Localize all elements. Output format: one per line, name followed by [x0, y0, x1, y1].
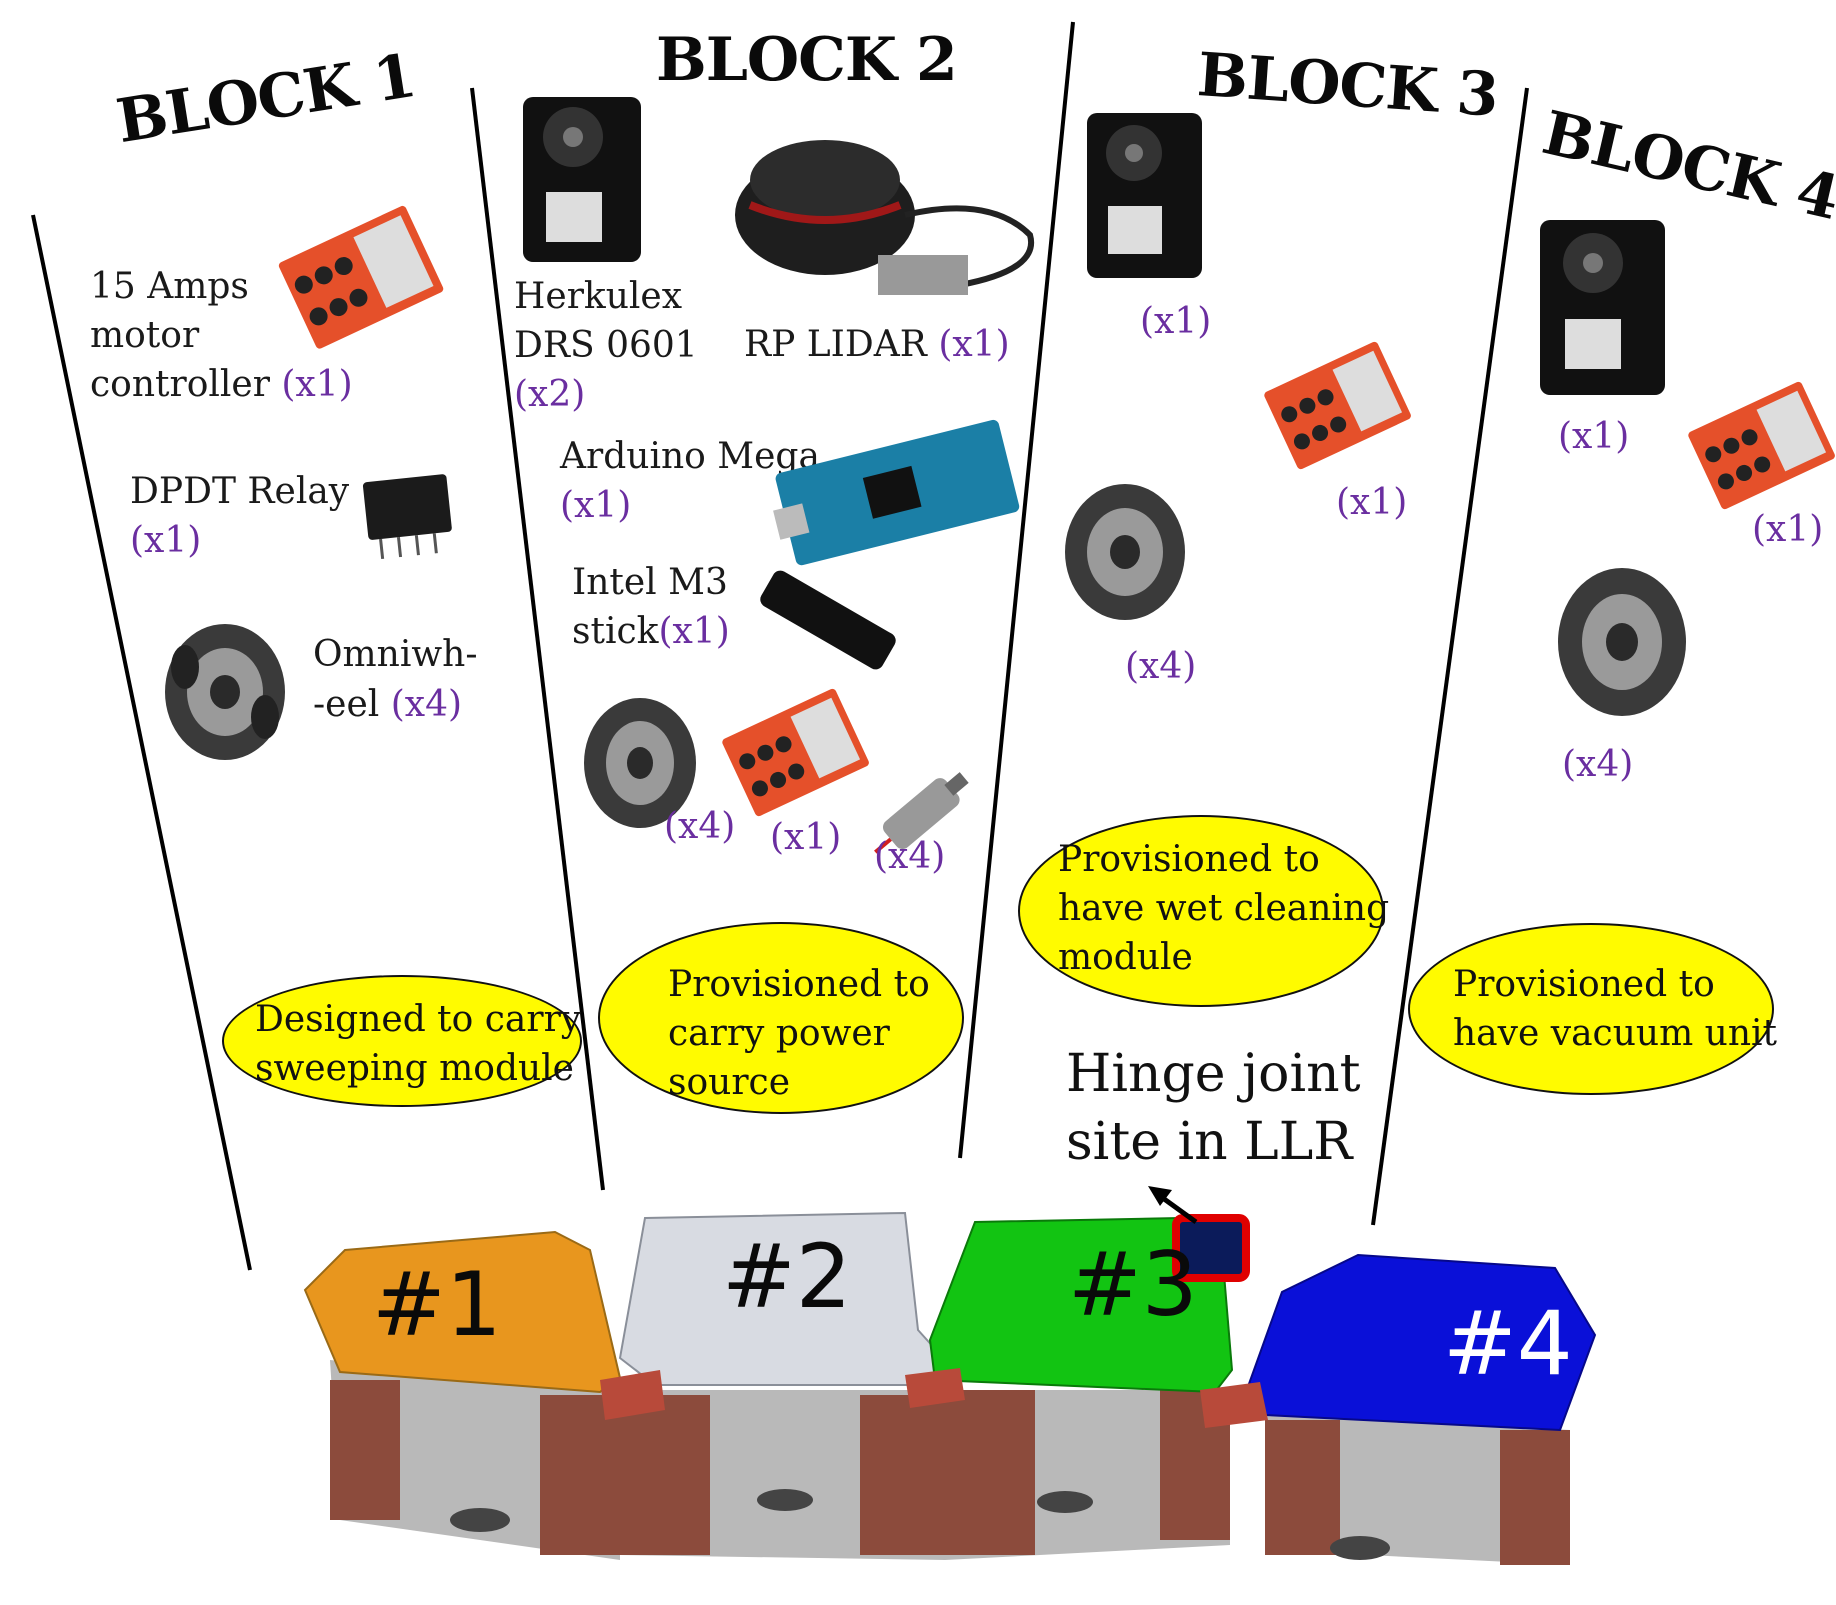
oval-sweeping-line-1: Designed to carry — [255, 999, 582, 1040]
oval-wet-line-2: have wet cleaning — [1058, 888, 1390, 929]
herkulex-servo-icon — [523, 97, 641, 262]
oval-vacuum — [1408, 923, 1774, 1095]
relay-icon — [362, 474, 452, 560]
hinge-marker — [1148, 1186, 1250, 1282]
relay-label: DPDT Relay — [130, 471, 350, 512]
oval-vacuum-line-2: have vacuum unit — [1453, 1013, 1777, 1054]
herkulex-qty: (x2) — [514, 374, 586, 415]
oval-sweeping — [222, 975, 582, 1107]
oval-power-line-2: carry power — [668, 1013, 890, 1054]
block4-servo-qty: (x1) — [1558, 416, 1630, 457]
module-2-label: #2 — [722, 1225, 852, 1328]
divider-line-1 — [31, 214, 252, 1271]
block3-controller-qty: (x1) — [1336, 482, 1408, 523]
motor-controller-qty: (x1) — [281, 364, 353, 405]
block4-omniwheel-icon — [1558, 568, 1686, 716]
rp-lidar-qty: (x1) — [938, 324, 1010, 365]
intel-stick-label-1: Intel M3 — [572, 562, 728, 603]
block3-servo-qty: (x1) — [1140, 301, 1212, 342]
module-2 — [600, 1211, 947, 1560]
block4-motor-controller-icon — [1688, 381, 1835, 510]
hinge-label-2: site in LLR — [1066, 1112, 1353, 1172]
arduino-label: Arduino Mega — [560, 436, 820, 477]
omniwheel-label-1: Omniwh- — [313, 634, 478, 675]
block4-controller-qty: (x1) — [1752, 509, 1824, 550]
module-1-label: #1 — [372, 1253, 502, 1356]
block3-omniwheel-qty: (x4) — [1125, 646, 1197, 687]
module-4-top — [1243, 1253, 1597, 1432]
hinge-label-1: Hinge joint — [1066, 1044, 1361, 1104]
oval-power-line-1: Provisioned to — [668, 964, 930, 1005]
motor-controller-icon — [278, 205, 444, 349]
herkulex-label-1: Herkulex — [514, 276, 683, 317]
arduino-qty: (x1) — [560, 485, 632, 526]
block2-motor-qty: (x4) — [874, 836, 946, 877]
block3-motor-controller-icon — [1264, 341, 1411, 470]
divider-line-3 — [958, 21, 1075, 1159]
block2-omniwheel-qty: (x4) — [664, 806, 736, 847]
module-3-label: #3 — [1068, 1233, 1198, 1336]
oval-sweeping-line-2: sweeping module — [255, 1048, 574, 1089]
intel-stick-label-2: stick(x1) — [572, 611, 730, 652]
block4-omniwheel-qty: (x4) — [1562, 744, 1634, 785]
oval-wet-line-1: Provisioned to — [1058, 839, 1320, 880]
oval-power-source — [598, 922, 964, 1114]
intel-stick-qty: (x1) — [658, 611, 730, 652]
motor-controller-label-3: controller (x1) — [90, 364, 353, 405]
module-1 — [303, 1230, 622, 1560]
block3-omniwheel-icon — [1065, 484, 1185, 620]
module-3 — [905, 1216, 1234, 1560]
oval-vacuum-line-1: Provisioned to — [1453, 964, 1715, 1005]
block-2-title: BLOCK 2 — [656, 25, 958, 95]
block2-omniwheel-icon — [584, 698, 696, 828]
omniwheel-icon — [165, 624, 285, 760]
oval-wet-line-3: module — [1058, 937, 1193, 978]
divider-line-4 — [1371, 87, 1529, 1226]
motor-controller-label-1: 15 Amps — [90, 266, 249, 307]
module-4-label: #4 — [1443, 1292, 1573, 1395]
oval-wet-cleaning — [1018, 815, 1384, 1007]
block2-motor-controller-icon — [722, 688, 869, 817]
divider-line-2 — [470, 87, 605, 1191]
module-4 — [1200, 1253, 1597, 1565]
omniwheel-qty: (x4) — [390, 684, 463, 725]
block3-servo-icon — [1087, 113, 1202, 278]
rp-lidar-label: RP LIDAR (x1) — [744, 324, 1010, 365]
block4-servo-icon — [1540, 220, 1665, 395]
herkulex-label-2: DRS 0601 — [514, 325, 698, 366]
motor-controller-label-2: motor — [90, 315, 200, 356]
block2-controller-qty: (x1) — [770, 817, 842, 858]
dc-motor-icon — [874, 772, 969, 854]
omniwheel-label-2: -eel (x4) — [313, 684, 463, 725]
arduino-mega-icon — [773, 419, 1020, 566]
oval-power-line-3: source — [668, 1062, 791, 1103]
relay-qty: (x1) — [130, 520, 202, 561]
intel-m3-stick-icon — [760, 570, 896, 670]
rp-lidar-icon — [735, 140, 1035, 295]
